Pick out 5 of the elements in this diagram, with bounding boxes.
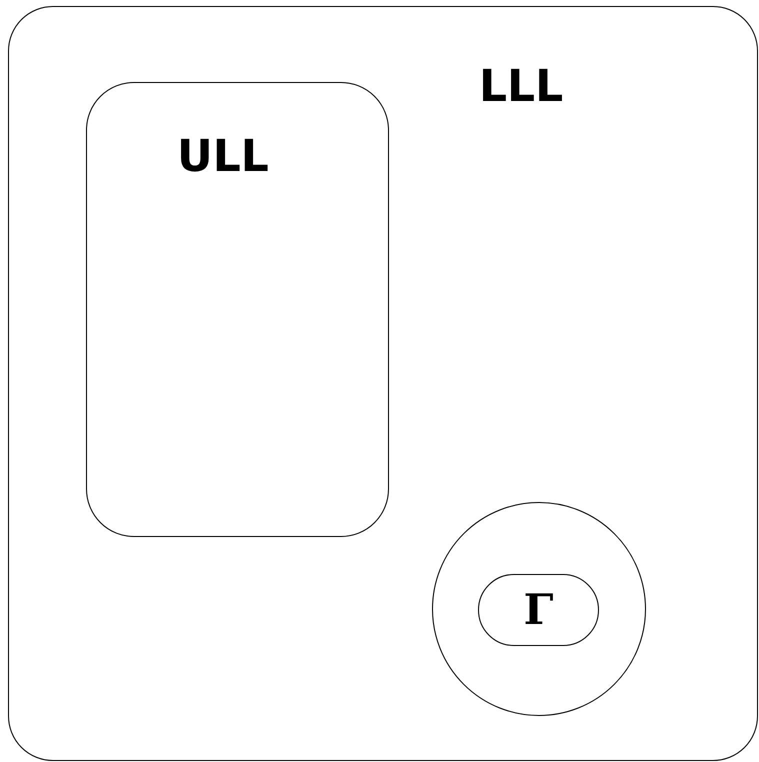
outer-panel <box>8 6 758 761</box>
inner-panel <box>86 82 389 537</box>
panel-heading: LLL <box>479 65 564 109</box>
panel-heading: ULL <box>177 135 269 179</box>
symbol-label: Γ <box>524 589 554 631</box>
